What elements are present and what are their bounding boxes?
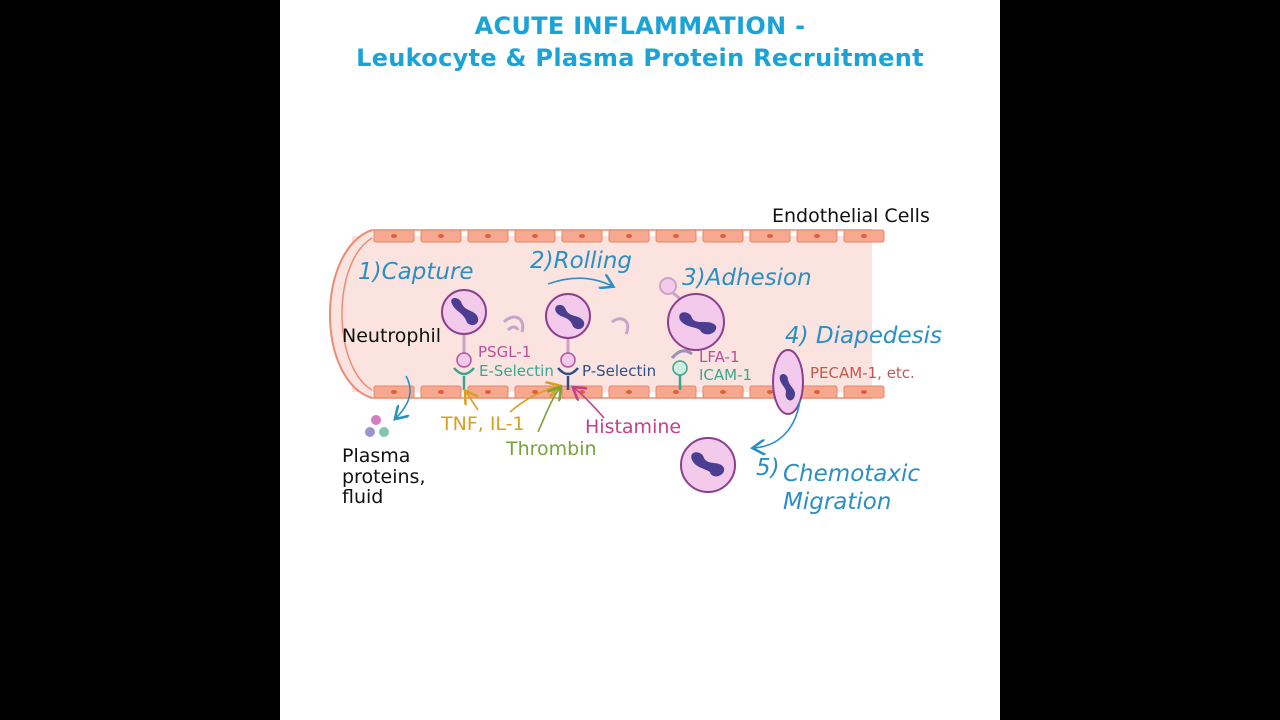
- endothelial-nucleus: [485, 234, 491, 238]
- endothelial-nucleus: [814, 390, 820, 394]
- endothelial-nucleus: [532, 390, 538, 394]
- rolling-arrow: [547, 278, 612, 286]
- endothelial-cells-label: Endothelial Cells: [772, 205, 930, 227]
- step-diapedesis-label: 4) Diapedesis: [785, 323, 942, 349]
- endothelial-nucleus: [626, 390, 632, 394]
- step-rolling-label: 2)Rolling: [530, 248, 632, 274]
- chemotaxis-arrow: [754, 399, 801, 448]
- icam1-ligand: [672, 360, 688, 376]
- plasma-leak-arrow: [396, 375, 411, 418]
- step-chemotaxis-line1: Chemotaxic: [783, 461, 920, 487]
- lfa1-integrin: [670, 349, 693, 359]
- thrombin-label: Thrombin: [505, 438, 597, 460]
- endothelial-nucleus: [485, 390, 491, 394]
- psgl1-label: PSGL-1: [478, 343, 531, 361]
- endothelial-nucleus: [767, 234, 773, 238]
- histamine-label: Histamine: [585, 416, 681, 438]
- endothelial-nucleus: [673, 390, 679, 394]
- step-adhesion-label: 3)Adhesion: [682, 265, 812, 291]
- plasma-protein-dots: [365, 415, 389, 437]
- p-selectin-receptor: [557, 367, 579, 376]
- lfa1-label: LFA-1: [699, 348, 740, 366]
- neutrophil-nucleus: [679, 312, 717, 335]
- endothelial-nucleus: [391, 234, 397, 238]
- pecam1-label: PECAM-1, etc.: [810, 364, 915, 382]
- endothelial-nucleus: [861, 390, 867, 394]
- step-capture-label: 1)Capture: [358, 259, 474, 285]
- endothelial-nucleus: [720, 390, 726, 394]
- e-selectin-label: E-Selectin: [479, 362, 554, 380]
- step-chemotaxis-line2: Migration: [783, 489, 891, 515]
- p-selectin-label: P-Selectin: [582, 362, 656, 380]
- neutrophil-nucleus: [779, 374, 796, 401]
- vessel-opening: [329, 229, 373, 399]
- step-chemotaxis-number: 5): [756, 455, 780, 481]
- endothelial-nucleus: [767, 390, 773, 394]
- neutrophil-adhesion: [659, 277, 725, 390]
- endothelial-nucleus: [814, 234, 820, 238]
- endothelial-nucleus: [861, 234, 867, 238]
- plasma-label-line3: fluid: [342, 486, 383, 508]
- page-title-line-1: ACUTE INFLAMMATION -: [474, 12, 806, 40]
- icam1-label: ICAM-1: [699, 366, 752, 384]
- endothelial-nucleus: [438, 390, 444, 394]
- endothelial-nucleus: [579, 234, 585, 238]
- neutrophil-label: Neutrophil: [342, 325, 441, 347]
- neutrophil-rolling: [545, 293, 630, 390]
- page-title-line-2: Leukocyte & Plasma Protein Recruitment: [356, 44, 924, 72]
- endothelial-row-bottom: [373, 385, 885, 399]
- endothelial-nucleus: [720, 234, 726, 238]
- endothelial-row-top: [373, 229, 885, 243]
- endothelial-nucleus: [626, 234, 632, 238]
- endothelial-nucleus: [673, 234, 679, 238]
- endothelial-nucleus: [438, 234, 444, 238]
- endothelial-nucleus: [532, 234, 538, 238]
- tnf-il1-label: TNF, IL-1: [440, 413, 525, 435]
- neutrophil-nucleus: [555, 304, 585, 330]
- e-selectin-receptor: [453, 367, 475, 376]
- neutrophil-nucleus: [691, 452, 725, 477]
- plasma-label-line1: Plasma: [342, 445, 410, 467]
- neutrophil-chemotaxis: [680, 437, 736, 493]
- neutrophil-diapedesis: [772, 349, 804, 415]
- endothelial-nucleus: [391, 390, 397, 394]
- neutrophil-nucleus: [451, 298, 479, 326]
- receptor-fork: [502, 315, 525, 333]
- neutrophil-capture: [441, 289, 525, 390]
- psgl1-ligand: [456, 352, 472, 368]
- plasma-label-line2: proteins,: [342, 466, 425, 488]
